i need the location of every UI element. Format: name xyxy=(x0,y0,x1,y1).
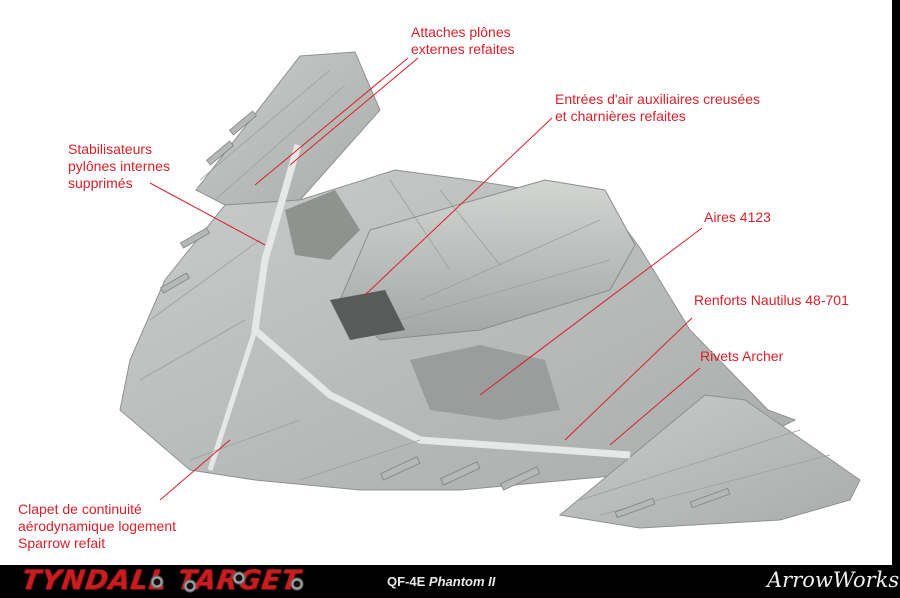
model-title: QF-4E Phantom II xyxy=(387,574,495,589)
callout-line: Entrées d'air auxiliaires creusées xyxy=(555,91,760,107)
callout-line: Sparrow refait xyxy=(18,535,106,551)
right-stabilator xyxy=(558,394,861,529)
callout-entrees-air: Entrées d'air auxiliaires creusées et ch… xyxy=(555,91,760,125)
callout-stabilisateurs: Stabilisateurs pylônes internes supprimé… xyxy=(68,141,170,192)
callout-line: externes refaites xyxy=(411,41,515,57)
callout-line: et charnières refaites xyxy=(555,108,686,124)
callout-renforts: Renforts Nautilus 48-701 xyxy=(694,292,849,309)
callout-line: Stabilisateurs xyxy=(68,141,153,157)
arrowworks-logo: ArrowWorks xyxy=(767,568,900,592)
callout-line: Rivets Archer xyxy=(700,348,784,364)
callout-line: pylônes internes xyxy=(68,158,170,174)
right-frame-border xyxy=(892,0,900,565)
callout-line: Renforts Nautilus 48-701 xyxy=(694,292,849,308)
model-prefix: QF-4E xyxy=(387,574,426,589)
callout-line: Clapet de continuité xyxy=(18,501,142,517)
callout-attaches-plones: Attaches plônes externes refaites xyxy=(411,24,515,58)
footer-banner: TYNDALL TARGET QF-4E Phantom II ArrowWor… xyxy=(0,565,900,598)
callout-clapet: Clapet de continuité aérodynamique logem… xyxy=(18,501,176,552)
callout-line: Attaches plônes xyxy=(411,24,511,40)
callout-rivets: Rivets Archer xyxy=(700,348,783,365)
callout-line: Aires 4123 xyxy=(704,209,771,225)
callout-line: supprimés xyxy=(68,175,133,191)
bullet-hole-icon xyxy=(183,579,197,593)
main-gear-bay xyxy=(285,190,360,260)
pylon-strip xyxy=(251,144,631,459)
bullet-hole-icon xyxy=(150,575,164,589)
bullet-hole-icon xyxy=(232,571,246,585)
right-gear-bay xyxy=(410,345,560,420)
model-name: Phantom II xyxy=(428,574,496,589)
bullet-hole-icon xyxy=(290,577,304,591)
aircraft-model-photo xyxy=(119,51,861,529)
intake-cutout xyxy=(330,290,405,340)
leader-lines xyxy=(149,57,703,501)
callout-aires: Aires 4123 xyxy=(704,209,771,226)
callout-line: aérodynamique logement xyxy=(18,518,176,534)
